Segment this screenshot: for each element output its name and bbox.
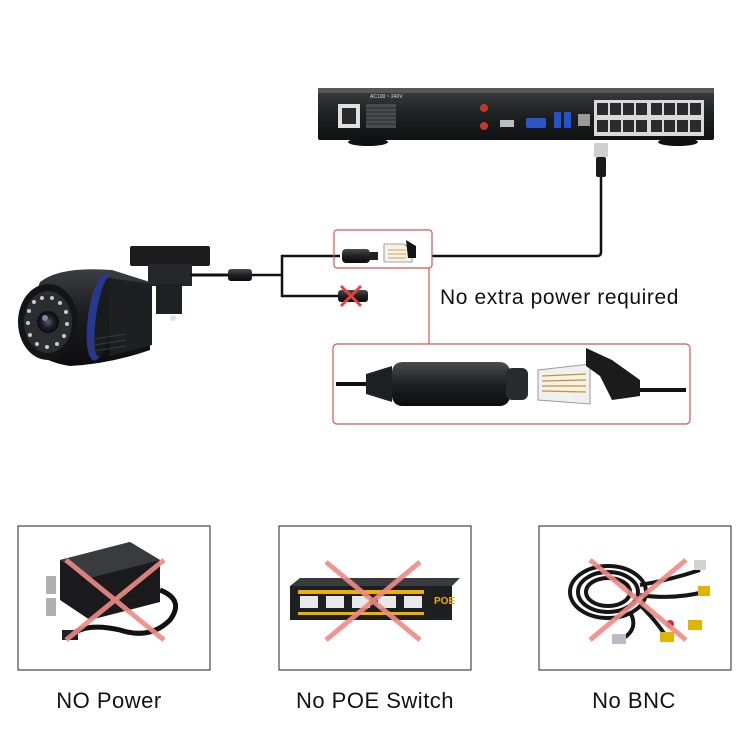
zoomed-rj45-connector [332, 343, 691, 425]
option-no-bnc [538, 525, 732, 671]
option-label-no-bnc: No BNC [592, 688, 676, 713]
no-extra-power-note: No extra power required [440, 286, 679, 309]
option-label-no-poe-switch: No POE Switch [296, 688, 454, 713]
nvr-power-label: AC100 ~ 240V [370, 94, 403, 100]
bullet-camera-icon [18, 246, 210, 366]
power-adapter-icon [46, 542, 179, 640]
poe-switch-brand-text: POE [434, 596, 455, 607]
network-cable [432, 143, 608, 258]
connector-highlight-box [333, 229, 433, 269]
cross-icon [64, 558, 166, 642]
cross-icon [324, 560, 422, 642]
cross-icon [588, 558, 688, 642]
option-label-no-power: NO Power [56, 688, 161, 713]
option-no-poe-switch: POE [278, 525, 472, 671]
no-dc-power-cross-icon [339, 284, 363, 308]
option-no-power [17, 525, 211, 671]
camera-pigtail-cable [190, 254, 368, 302]
nvr-recorder-icon: AC100 ~ 240V [318, 88, 714, 146]
